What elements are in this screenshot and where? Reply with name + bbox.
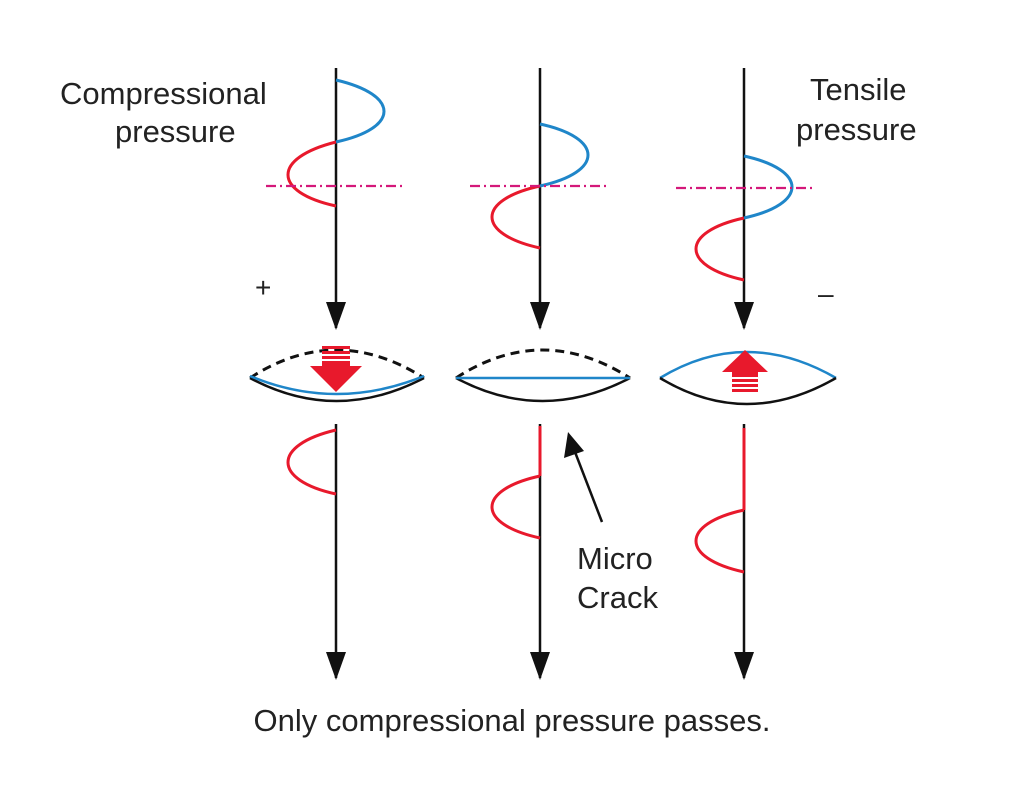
compressive-lobe-3 [694, 216, 745, 282]
crack-upper-dashed-1 [249, 348, 425, 380]
crack-upper-dashed-2 [455, 348, 631, 380]
arrowhead-incident-1 [326, 302, 346, 330]
compressive-lobe-1 [286, 140, 337, 208]
compressive-lobe-2 [490, 184, 541, 250]
minus-sign: – [818, 278, 834, 309]
micro-crack-pointer-head [564, 432, 584, 458]
arrowhead-transmitted-1 [326, 652, 346, 680]
caption: Only compressional pressure passes. [253, 703, 771, 738]
crack-lower-face-1 [249, 376, 425, 403]
tensile-lobe-1 [335, 78, 386, 144]
column-2 [455, 68, 631, 680]
crack-closed-face-1 [249, 374, 425, 396]
opening-arrow-icon [722, 350, 768, 392]
transmitted-lobe-3 [694, 508, 745, 574]
transmitted-lobe-1 [286, 428, 337, 496]
column-3 [659, 68, 837, 680]
tensile-lobe-2 [539, 122, 590, 188]
crack-lower-face-2 [455, 376, 631, 403]
micro-crack-label-line1: Micro [577, 541, 653, 576]
crack-lower-face-3 [659, 376, 837, 406]
column-1 [249, 68, 425, 680]
transmitted-lobe-2 [490, 474, 541, 540]
compressional-label-line2: pressure [115, 114, 236, 149]
tensile-label-line1: Tensile [810, 72, 907, 107]
plus-sign: + [255, 272, 272, 303]
compressional-label-line1: Compressional [60, 76, 267, 111]
tensile-label-line2: pressure [796, 112, 917, 147]
micro-crack-label-line2: Crack [577, 580, 658, 615]
arrowhead-incident-2 [530, 302, 550, 330]
arrowhead-incident-3 [734, 302, 754, 330]
arrowhead-transmitted-2 [530, 652, 550, 680]
micro-crack-pointer [573, 451, 604, 523]
closing-arrow-icon [310, 346, 362, 392]
arrowhead-transmitted-3 [734, 652, 754, 680]
